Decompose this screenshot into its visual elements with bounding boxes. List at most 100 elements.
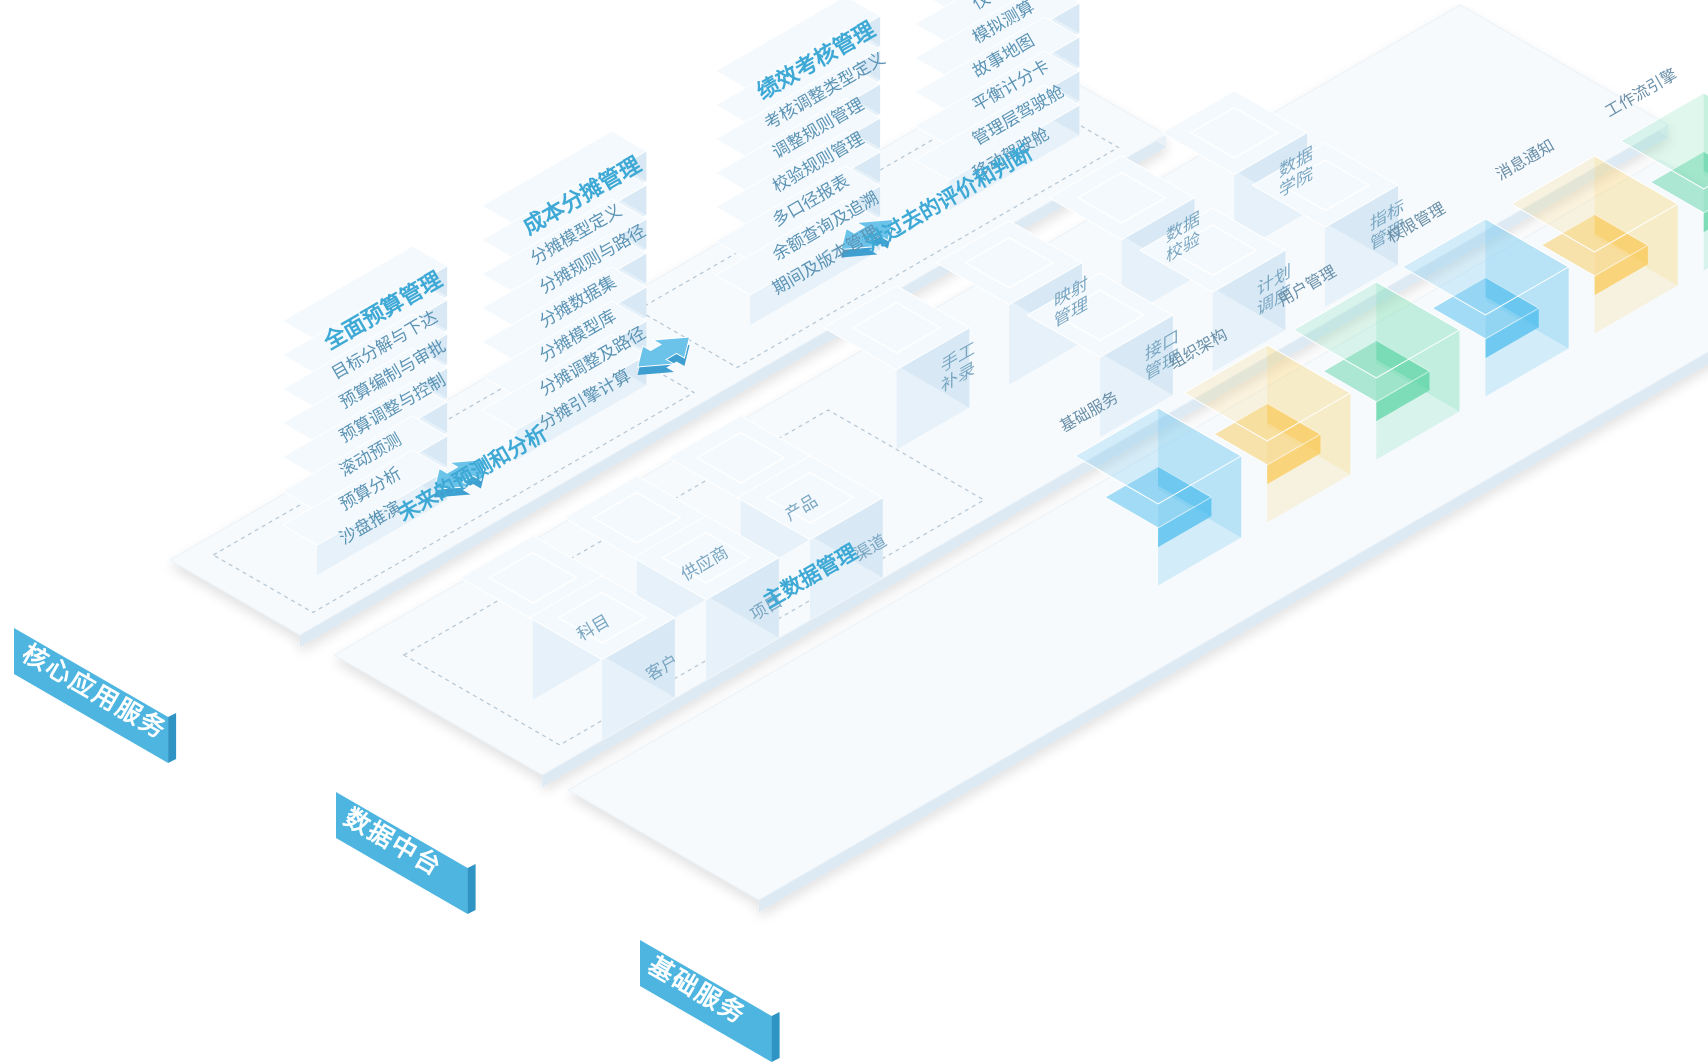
base-service-cube-2-core-left (1267, 434, 1321, 485)
column-3-slab-6-top (714, 199, 882, 296)
data-service-cube-5-top (1026, 272, 1174, 358)
base-service-cube-1-core-left (1158, 497, 1212, 548)
data-service-cube-1 (822, 285, 971, 450)
column-2-slab-0-top (480, 130, 648, 227)
column-4-slab-7-front (949, 105, 1080, 210)
base-service-cube-6-core-left (1703, 210, 1708, 233)
column-3-slab-5-top (714, 165, 882, 262)
column-1-slab-4-top (281, 381, 449, 478)
column-2-slab-4-top (480, 266, 648, 363)
base-service-cube-4 (1401, 218, 1570, 397)
base-service-cube-3-glass-top (1292, 281, 1461, 379)
layer-tag-base-face (640, 940, 772, 1062)
column-4-slab-5-top (913, 16, 1081, 113)
platform-base-top (567, 159, 1708, 901)
master-data-cube-5-top (632, 515, 780, 601)
data-service-cube-6-top (1138, 207, 1287, 293)
data-service-cube-4-top (1160, 90, 1309, 176)
column-2-slab-5-top (480, 300, 648, 397)
column-4 (913, 0, 1081, 210)
master-data-cube-6 (736, 455, 884, 620)
data-service-cube-5-top-inner (1054, 289, 1146, 342)
column-4-slab-6-top (913, 50, 1081, 147)
column-1-slab-6-top (281, 449, 449, 546)
data-service-cube-7 (1251, 142, 1400, 307)
column-2-slab-1-top (480, 164, 648, 261)
platform-base-front (758, 351, 1708, 912)
data-service-cube-3-top (1048, 155, 1196, 241)
base-service-cube-5-glass-right (1594, 155, 1678, 286)
column-4-slab-7-top (913, 84, 1081, 181)
column-1-slab-6-front (317, 470, 448, 575)
data-service-cube-2-top (935, 220, 1083, 306)
base-service-cube-1-core-top (1103, 465, 1213, 529)
arrow-cost-performance (636, 336, 691, 375)
layer-tag-data (336, 792, 476, 914)
base-service-cube-2-glass-right (1267, 344, 1351, 475)
base-service-cube-6-core-top (1649, 150, 1708, 214)
base-service-cube-5-core-left (1594, 245, 1648, 296)
layer-tag-base (640, 940, 780, 1062)
master-data-cube-1-top-inner (487, 551, 578, 604)
layer-tag-core-edge (168, 713, 177, 763)
group-outline-master-data (402, 409, 986, 746)
arrow-performance-analysis-top (840, 218, 894, 251)
data-service-cube-7-top (1251, 142, 1400, 228)
master-data-cube-5 (632, 515, 780, 680)
base-service-cube-1-glass-right (1158, 407, 1242, 538)
base-service-cube-4-core-top (1431, 276, 1540, 340)
master-data-cube-3-top-inner (695, 431, 786, 484)
base-service-cube-2-glass-top (1183, 344, 1352, 442)
master-data-cube-5-top-inner (660, 531, 752, 584)
arrow-budget-cost (433, 458, 487, 498)
column-2-slab-2-top (480, 198, 648, 295)
master-data-cube-6-top (736, 455, 884, 541)
base-service-cube-5 (1510, 155, 1679, 334)
layer-tag-core-face (14, 628, 169, 763)
base-service-cube-4-glass-top (1401, 218, 1570, 316)
column-4-slab-7 (913, 84, 1081, 210)
arrow-performance-analysis (840, 218, 894, 258)
column-1-slab-2-top (281, 313, 449, 410)
column-4-slab-4-top (913, 0, 1081, 79)
layer-tag-core (14, 628, 177, 763)
layer-tag-data-face (336, 792, 468, 914)
column-1-slab-1-top (281, 279, 449, 376)
layer-tag-data-edge (467, 864, 476, 914)
column-1-slab-3-top (281, 347, 449, 444)
column-3-slab-4-top (714, 131, 882, 228)
base-service-cube-1 (1074, 407, 1243, 586)
master-data-cube-4 (528, 575, 676, 740)
group-outline-forecast (212, 334, 696, 614)
data-service-cube-2-top-inner (964, 236, 1055, 289)
base-service-cube-3-core-left (1376, 371, 1430, 422)
data-service-cube-5 (1026, 272, 1174, 437)
group-outline-evaluate (636, 89, 1120, 369)
base-service-cube-3 (1292, 281, 1461, 460)
base-service-cube-1-glass-top (1074, 407, 1243, 505)
data-service-cube-7-top-inner (1280, 159, 1371, 212)
arrow-budget-cost-top (433, 458, 487, 491)
data-service-cube-1-top (822, 285, 971, 371)
data-service-cube-1-top-inner (851, 301, 942, 354)
column-3-slab-0-top (714, 0, 882, 92)
arrow-cost-performance-top (636, 336, 691, 368)
base-service-cube-2-core-top (1212, 402, 1322, 466)
base-service-cube-3-core-top (1322, 339, 1431, 403)
data-service-cube-6 (1138, 207, 1287, 372)
base-service-cube-6-glass-top (1619, 92, 1708, 190)
base-service-cube-3-glass-right (1376, 281, 1460, 412)
column-2-slab-3-top (480, 232, 648, 329)
column-2-slab-6-front (516, 355, 647, 460)
data-service-cube-6-top-inner (1167, 224, 1258, 277)
base-service-cube-4-core-left (1485, 308, 1539, 359)
base-service-cube-6 (1619, 92, 1708, 271)
data-service-cube-3-top-inner (1076, 171, 1167, 224)
base-service-cube-2 (1183, 344, 1352, 523)
column-1-slab-5-top (281, 415, 449, 512)
master-data-cube-6-top-inner (764, 471, 855, 524)
column-1 (281, 245, 449, 575)
base-service-cube-5-core-top (1540, 213, 1649, 277)
